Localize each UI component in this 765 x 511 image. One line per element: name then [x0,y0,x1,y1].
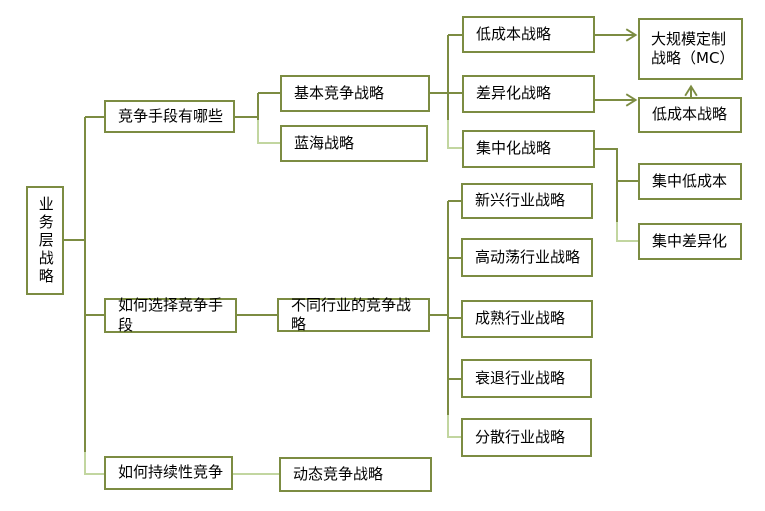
node-focused-differentiation[interactable]: 集中差异化 [638,223,742,260]
node-turbulent-industry-strategy[interactable]: 高动荡行业战略 [461,238,593,277]
connector-root-trunk-bottom-light [84,452,104,475]
connector-root-trunk [64,116,104,474]
node-label: 竞争手段有哪些 [118,106,224,125]
node-label: 业务层战略 [36,195,55,286]
node-sustain-competition[interactable]: 如何持续性竞争 [104,456,233,490]
node-focused-low-cost[interactable]: 集中低成本 [638,163,742,200]
node-label: 高动荡行业战略 [475,247,581,266]
node-business-level-strategy[interactable]: 业务层战略 [26,186,64,295]
node-declining-industry-strategy[interactable]: 衰退行业战略 [461,359,592,398]
node-label: 衰退行业战略 [475,368,566,387]
connector-basic-children [430,34,462,148]
node-label: 低成本战略 [652,105,728,124]
node-basic-competitive-strategy[interactable]: 基本竞争战略 [280,75,430,112]
node-mass-customization-strategy[interactable]: 大规模定制战略（MC） [638,18,743,80]
node-fragmented-industry-strategy[interactable]: 分散行业战略 [461,418,592,457]
connector-industry-children [430,200,461,437]
node-label: 不同行业的竞争战略 [291,295,412,334]
node-competition-means[interactable]: 竞争手段有哪些 [104,100,235,133]
node-blue-ocean-strategy[interactable]: 蓝海战略 [280,125,428,162]
node-label: 大规模定制战略（MC） [651,29,735,68]
node-low-cost-strategy-right[interactable]: 低成本战略 [638,97,742,133]
node-emerging-industry-strategy[interactable]: 新兴行业战略 [461,183,593,219]
node-low-cost-strategy[interactable]: 低成本战略 [462,16,595,53]
connector-focused-diff-light [616,222,638,242]
node-label: 集中差异化 [652,231,728,250]
node-label: 如何持续性竞争 [118,463,224,482]
node-label: 成熟行业战略 [475,309,566,328]
node-mature-industry-strategy[interactable]: 成熟行业战略 [461,300,593,338]
node-label: 动态竞争战略 [293,464,384,483]
node-label: 蓝海战略 [294,133,355,152]
connector-focus-children [595,148,638,241]
node-dynamic-competition-strategy[interactable]: 动态竞争战略 [279,457,432,492]
connector-fragmented-light [447,415,461,438]
connector-means-children [235,92,280,122]
node-label: 集中化战略 [476,139,552,158]
node-differentiation-strategy[interactable]: 差异化战略 [462,75,595,113]
node-label: 新兴行业战略 [475,191,566,210]
node-industry-specific-strategy[interactable]: 不同行业的竞争战略 [277,295,430,334]
node-label: 如何选择竞争手段 [118,296,224,334]
connector-focus-branch-light [447,120,462,149]
connector-blue-ocean-light [257,120,280,144]
node-choose-means[interactable]: 如何选择竞争手段 [104,296,237,334]
node-label: 基本竞争战略 [294,83,385,102]
node-focus-strategy[interactable]: 集中化战略 [462,130,595,168]
node-label: 差异化战略 [476,84,552,103]
node-label: 低成本战略 [476,24,552,43]
node-label: 集中低成本 [652,171,728,190]
node-label: 分散行业战略 [475,427,566,446]
